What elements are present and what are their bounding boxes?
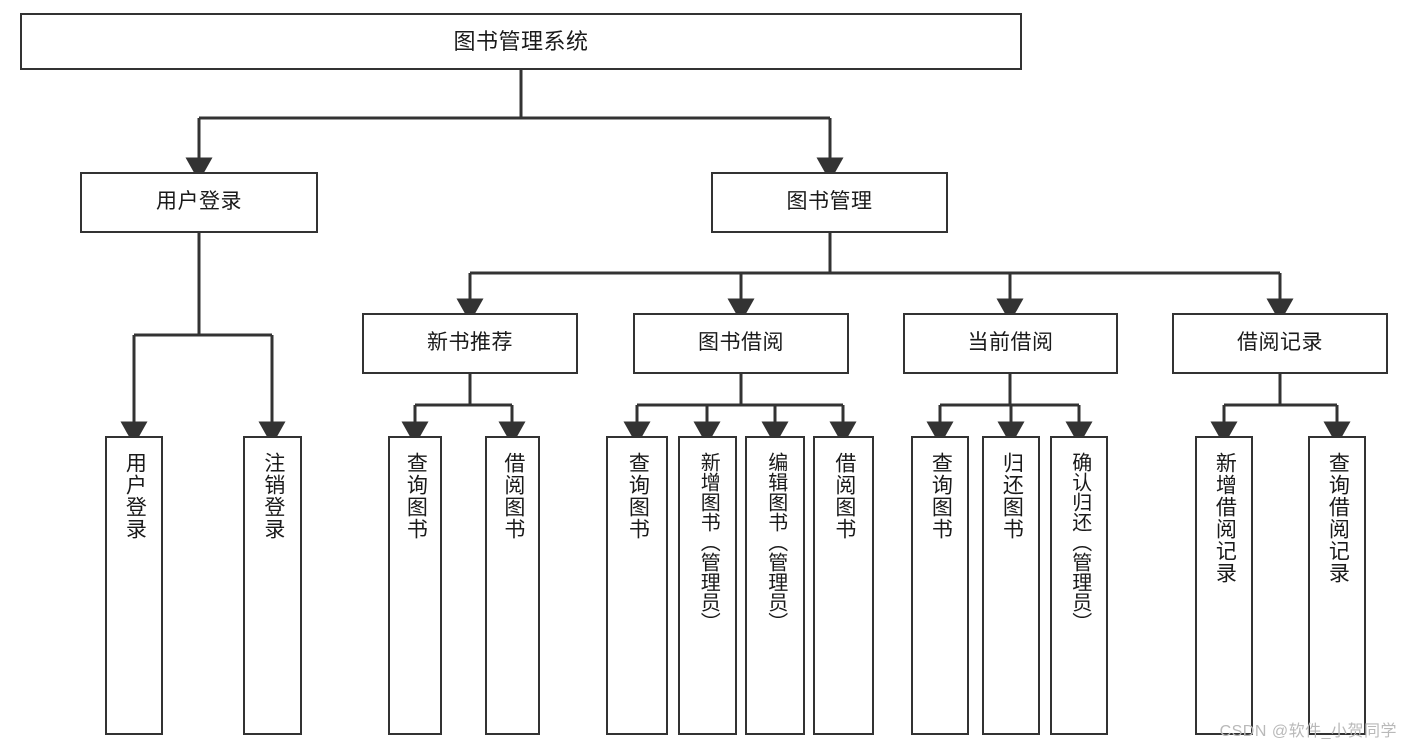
csdn-watermark: CSDN @软件_小贺同学 [1219, 723, 1397, 740]
leaf-node[interactable]: 查询借阅记录 [1308, 436, 1366, 735]
leaf-node[interactable]: 查询图书 [606, 436, 668, 735]
leaf-node[interactable]: 注销登录 [243, 436, 302, 735]
leaf-node-label: 用户登录 [123, 452, 147, 540]
leaf-node-label: 查询借阅记录 [1326, 452, 1350, 584]
level1-node[interactable]: 图书管理 [711, 172, 948, 233]
level2-node[interactable]: 新书推荐 [362, 313, 578, 374]
leaf-node[interactable]: 查询图书 [911, 436, 969, 735]
level2-node[interactable]: 当前借阅 [903, 313, 1118, 374]
leaf-node-label: 编辑图书（管理员） [764, 452, 787, 632]
leaf-node[interactable]: 借阅图书 [485, 436, 540, 735]
leaf-node-label: 归还图书 [1000, 452, 1024, 540]
leaf-node-label: 新增借阅记录 [1213, 452, 1237, 584]
leaf-node-label: 查询图书 [929, 452, 953, 540]
leaf-node-label: 注销登录 [261, 452, 285, 540]
level2-node-label: 新书推荐 [427, 331, 513, 355]
level2-node-label: 当前借阅 [967, 331, 1054, 355]
root-node-label: 图书管理系统 [453, 28, 589, 54]
leaf-node[interactable]: 新增借阅记录 [1195, 436, 1253, 735]
level1-node[interactable]: 用户登录 [80, 172, 318, 233]
level2-node[interactable]: 借阅记录 [1172, 313, 1388, 374]
leaf-node[interactable]: 编辑图书（管理员） [745, 436, 805, 735]
leaf-node-label: 确认归还（管理员） [1068, 452, 1091, 632]
root-node[interactable]: 图书管理系统 [20, 13, 1022, 70]
leaf-node-label: 查询图书 [404, 452, 428, 540]
leaf-node[interactable]: 借阅图书 [813, 436, 874, 735]
level2-node-label: 借阅记录 [1237, 331, 1323, 355]
leaf-node[interactable]: 确认归还（管理员） [1050, 436, 1108, 735]
level2-node[interactable]: 图书借阅 [633, 313, 849, 374]
leaf-node[interactable]: 新增图书（管理员） [678, 436, 737, 735]
leaf-node-label: 借阅图书 [501, 452, 525, 540]
leaf-node[interactable]: 查询图书 [388, 436, 442, 735]
leaf-node[interactable]: 归还图书 [982, 436, 1040, 735]
level1-node-label: 用户登录 [156, 190, 242, 214]
leaf-node[interactable]: 用户登录 [105, 436, 163, 735]
leaf-node-label: 借阅图书 [832, 452, 856, 540]
leaf-node-label: 新增图书（管理员） [697, 452, 720, 632]
level2-node-label: 图书借阅 [698, 331, 784, 355]
leaf-node-label: 查询图书 [626, 452, 650, 540]
level1-node-label: 图书管理 [786, 190, 873, 214]
